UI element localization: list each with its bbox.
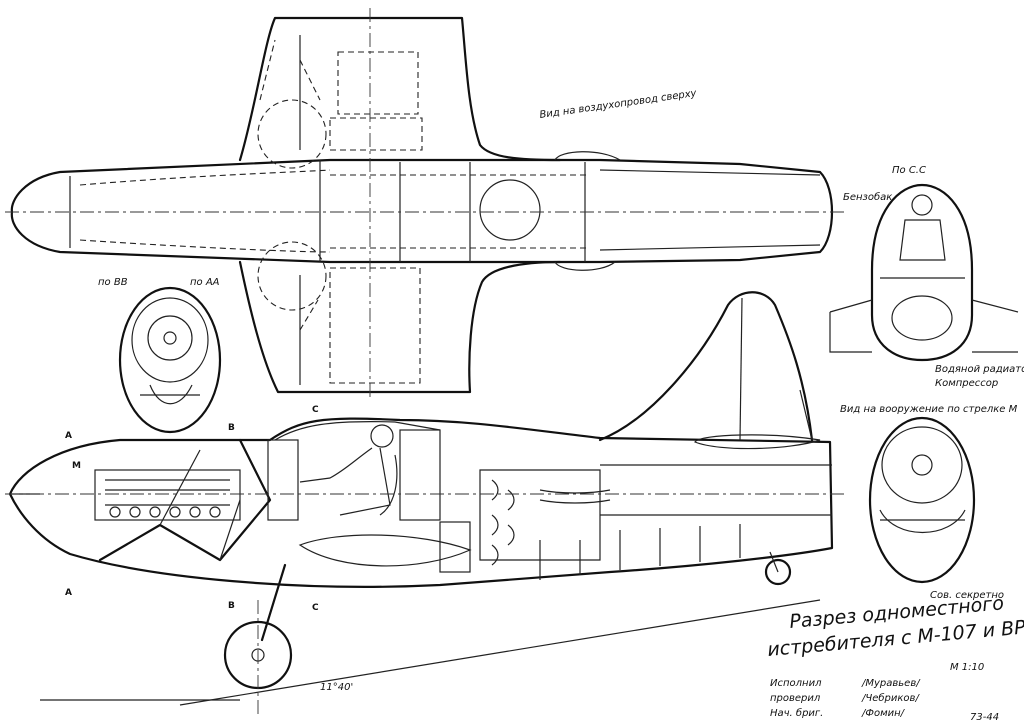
angle-note: 11°40' <box>320 682 353 693</box>
section-letter-a-bottom: А <box>65 588 72 598</box>
top-wing-lower <box>238 260 562 394</box>
side-fuselage-outline <box>8 417 834 588</box>
section-letter-a-top: А <box>65 431 72 441</box>
top-wing-upper <box>238 16 562 162</box>
water-radiator-label: Водяной радиатор <box>935 364 1024 375</box>
armament-view-label: Вид на вооружение по стрелке М <box>840 404 1018 415</box>
section-letter-m: М <box>72 461 81 471</box>
side-view <box>5 291 845 715</box>
section-letter-c-bottom: С <box>312 603 319 613</box>
sig-executed-name: /Муравьев/ <box>861 678 921 689</box>
section-cc <box>829 183 1019 362</box>
sig-chief-name: /Фомин/ <box>861 708 906 719</box>
scale-label: М 1:10 <box>950 662 984 673</box>
section-letter-c-top: С <box>312 405 319 415</box>
sig-checked-role: проверил <box>770 693 821 704</box>
fuel-tank-label: Бензобак <box>843 191 892 203</box>
top-view-note: Вид на воздухопровод сверху <box>539 88 698 121</box>
side-vertical-tail <box>598 291 814 442</box>
section-bb-label: по ВВ <box>98 277 128 288</box>
top-view <box>5 8 845 400</box>
section-aa-label: по АА <box>190 277 220 288</box>
secret-stamp: Сов. секретно <box>930 590 1004 601</box>
section-cc-label: По С.С <box>892 165 926 176</box>
section-letter-b-top: В <box>228 423 235 433</box>
top-fuselage-outline <box>10 158 834 264</box>
compressor-label: Компрессор <box>935 378 998 389</box>
sheet-number: 73-44 <box>970 712 999 722</box>
section-bb-aa <box>118 286 222 434</box>
armament-view <box>868 416 976 584</box>
tail-wheel <box>764 558 792 586</box>
sig-checked-name: /Чебриков/ <box>861 692 920 704</box>
sig-executed-role: Исполнил <box>770 678 822 689</box>
section-letter-b-bottom: В <box>228 601 235 611</box>
sig-chief-role: Нач. бриг. <box>770 707 823 719</box>
